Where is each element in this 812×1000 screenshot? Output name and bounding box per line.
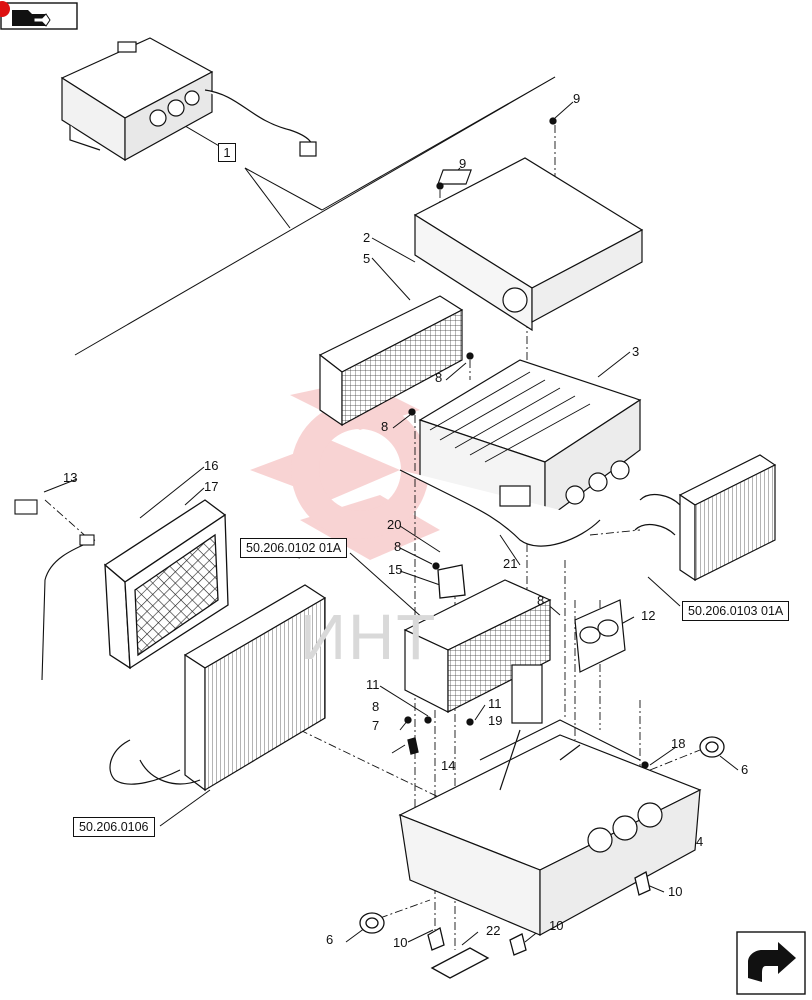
callout-8[interactable]: 8 (435, 370, 443, 385)
callout-8[interactable]: 8 (381, 419, 389, 434)
reference-link-50-206-0102[interactable]: 50.206.0102 01A (240, 538, 348, 558)
callout-2[interactable]: 2 (363, 230, 371, 245)
callout-11[interactable]: 11 (366, 677, 380, 692)
callout-6[interactable]: 6 (326, 932, 334, 947)
hvac-unit-assembly (60, 37, 317, 162)
callout-18[interactable]: 18 (671, 736, 686, 751)
next-page-arrow-icon[interactable] (736, 931, 806, 995)
callout-8[interactable]: 8 (537, 593, 545, 608)
callout-10[interactable]: 10 (549, 918, 564, 933)
base-tray (398, 719, 702, 937)
duct-outlet (574, 599, 626, 673)
callout-13[interactable]: 13 (63, 470, 78, 485)
callout-4[interactable]: 4 (696, 834, 704, 849)
callout-8[interactable]: 8 (372, 699, 380, 714)
heater-core (634, 454, 777, 582)
callout-21[interactable]: 21 (503, 556, 518, 571)
callout-19[interactable]: 19 (488, 713, 503, 728)
group-label-1[interactable]: 1 (218, 143, 236, 162)
callout-17[interactable]: 17 (204, 479, 219, 494)
callout-20[interactable]: 20 (387, 517, 402, 532)
evaporator-core (109, 584, 327, 792)
callout-9[interactable]: 9 (459, 156, 467, 171)
leader-lines (43, 76, 739, 946)
callout-3[interactable]: 3 (632, 344, 640, 359)
reference-link-50-206-0103[interactable]: 50.206.0103 01A (682, 601, 790, 621)
condenser-grille (318, 295, 464, 427)
callout-14[interactable]: 14 (441, 758, 456, 773)
callout-11[interactable]: 11 (488, 696, 502, 711)
reference-link-50-206-0106[interactable]: 50.206.0106 (73, 817, 155, 837)
cover-plate (413, 157, 644, 332)
callout-6[interactable]: 6 (741, 762, 749, 777)
blower-housing (403, 579, 552, 724)
callout-15[interactable]: 15 (388, 562, 403, 577)
filter-frame (103, 499, 229, 670)
callout-9[interactable]: 9 (573, 91, 581, 106)
callout-16[interactable]: 16 (204, 458, 219, 473)
evaporator-housing (399, 359, 642, 547)
watermark-text: ИНТ (300, 601, 438, 673)
callout-8[interactable]: 8 (394, 539, 402, 554)
callout-10[interactable]: 10 (393, 935, 408, 950)
filter-sensor-wire (14, 499, 96, 681)
callout-7[interactable]: 7 (372, 718, 380, 733)
callout-5[interactable]: 5 (363, 251, 371, 266)
callout-10[interactable]: 10 (668, 884, 683, 899)
callout-22[interactable]: 22 (486, 923, 501, 938)
plugs-and-grommets (359, 117, 725, 979)
folder-arrow-icon[interactable] (0, 1, 78, 30)
callout-12[interactable]: 12 (641, 608, 656, 623)
